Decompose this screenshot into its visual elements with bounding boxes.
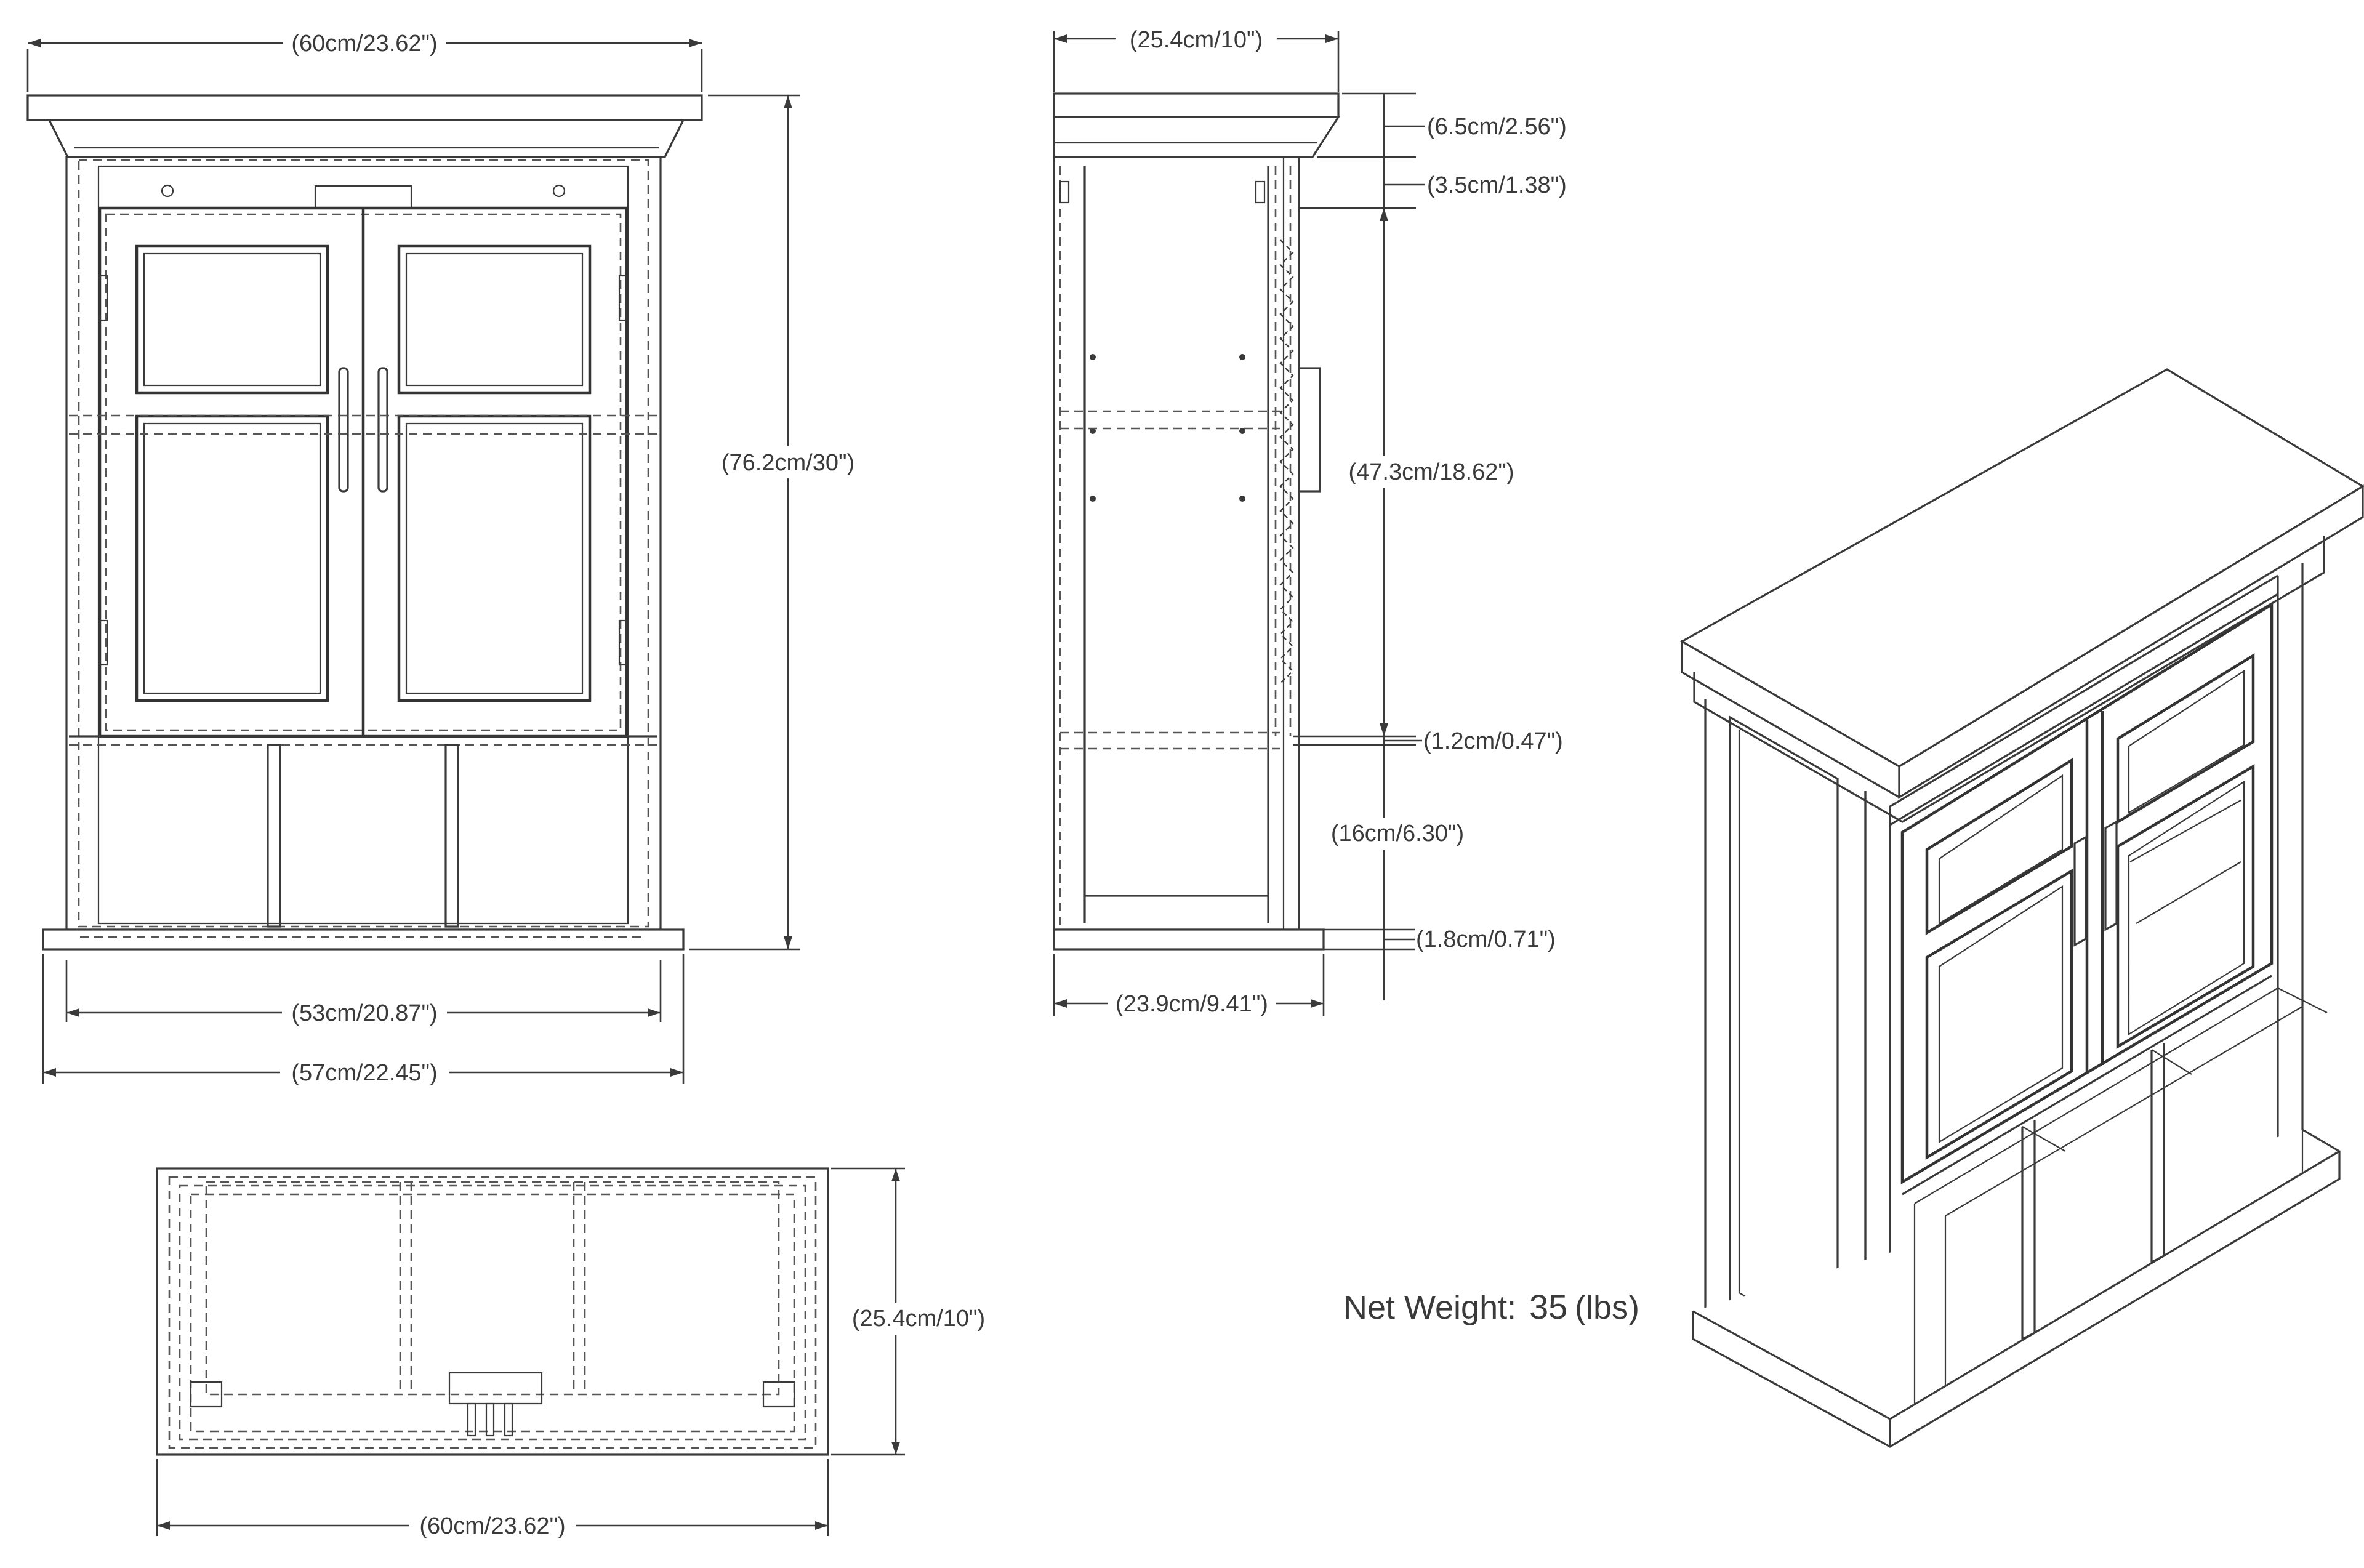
front-view: (60cm/23.62") (76.2cm/30") (53cm/20.87")… — [26, 27, 865, 1088]
net-weight: Net Weight: 35 (lbs) — [1343, 1287, 1639, 1326]
top-depth-label: (25.4cm/10") — [852, 1306, 985, 1332]
net-weight-value: 35 — [1529, 1287, 1567, 1326]
front-base-width-label: (57cm/22.45") — [291, 1060, 437, 1086]
front-height-label: (76.2cm/30") — [722, 450, 854, 476]
front-top-width-label: (60cm/23.62") — [291, 31, 437, 57]
front-inner-width-label: (53cm/20.87") — [291, 1000, 437, 1026]
side-shelf-thickness-label: (1.2cm/0.47") — [1423, 728, 1563, 754]
net-weight-unit: (lbs) — [1575, 1289, 1639, 1326]
side-view: (25.4cm/10") (6.5cm/2.56") (3.5cm/1.38")… — [1053, 23, 1588, 1019]
side-door-height-label: (47.3cm/18.62") — [1348, 459, 1514, 485]
top-view: (25.4cm/10") (60cm/23.62") — [156, 1167, 997, 1542]
side-depth-base-label: (23.9cm/9.41") — [1116, 991, 1268, 1017]
side-crown-label: (6.5cm/2.56") — [1427, 114, 1567, 140]
side-cubby-height-label: (16cm/6.30") — [1331, 821, 1464, 846]
side-depth-top-label: (25.4cm/10") — [1130, 27, 1263, 53]
side-base-height-label: (1.8cm/0.71") — [1416, 927, 1556, 952]
isometric-view — [1679, 368, 2364, 1448]
side-top-rail-label: (3.5cm/1.38") — [1427, 172, 1567, 198]
net-weight-label: Net Weight: — [1343, 1289, 1516, 1326]
top-width-label: (60cm/23.62") — [419, 1513, 565, 1539]
